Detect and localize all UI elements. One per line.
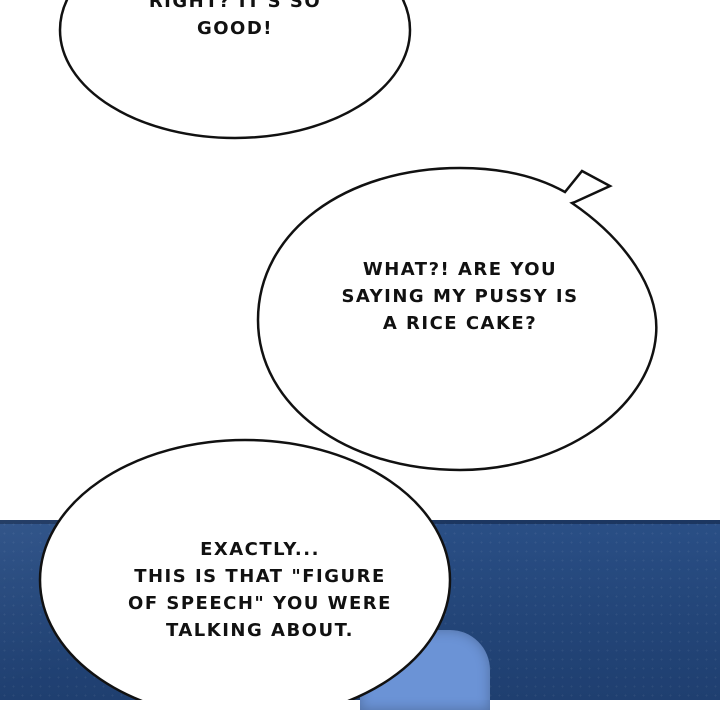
speech-bubble-2: [256, 166, 658, 472]
speech-text-1: RIGHT? IT'S SO GOOD!: [148, 0, 322, 39]
speech-text-2: WHAT?! ARE YOU SAYING MY PUSSY IS A RICE…: [341, 259, 579, 334]
speech-bubble-1: [58, 0, 412, 140]
speech-text-3: EXACTLY... THIS IS THAT "FIGURE OF SPEEC…: [128, 539, 392, 641]
speech-bubble-3: [38, 438, 452, 700]
